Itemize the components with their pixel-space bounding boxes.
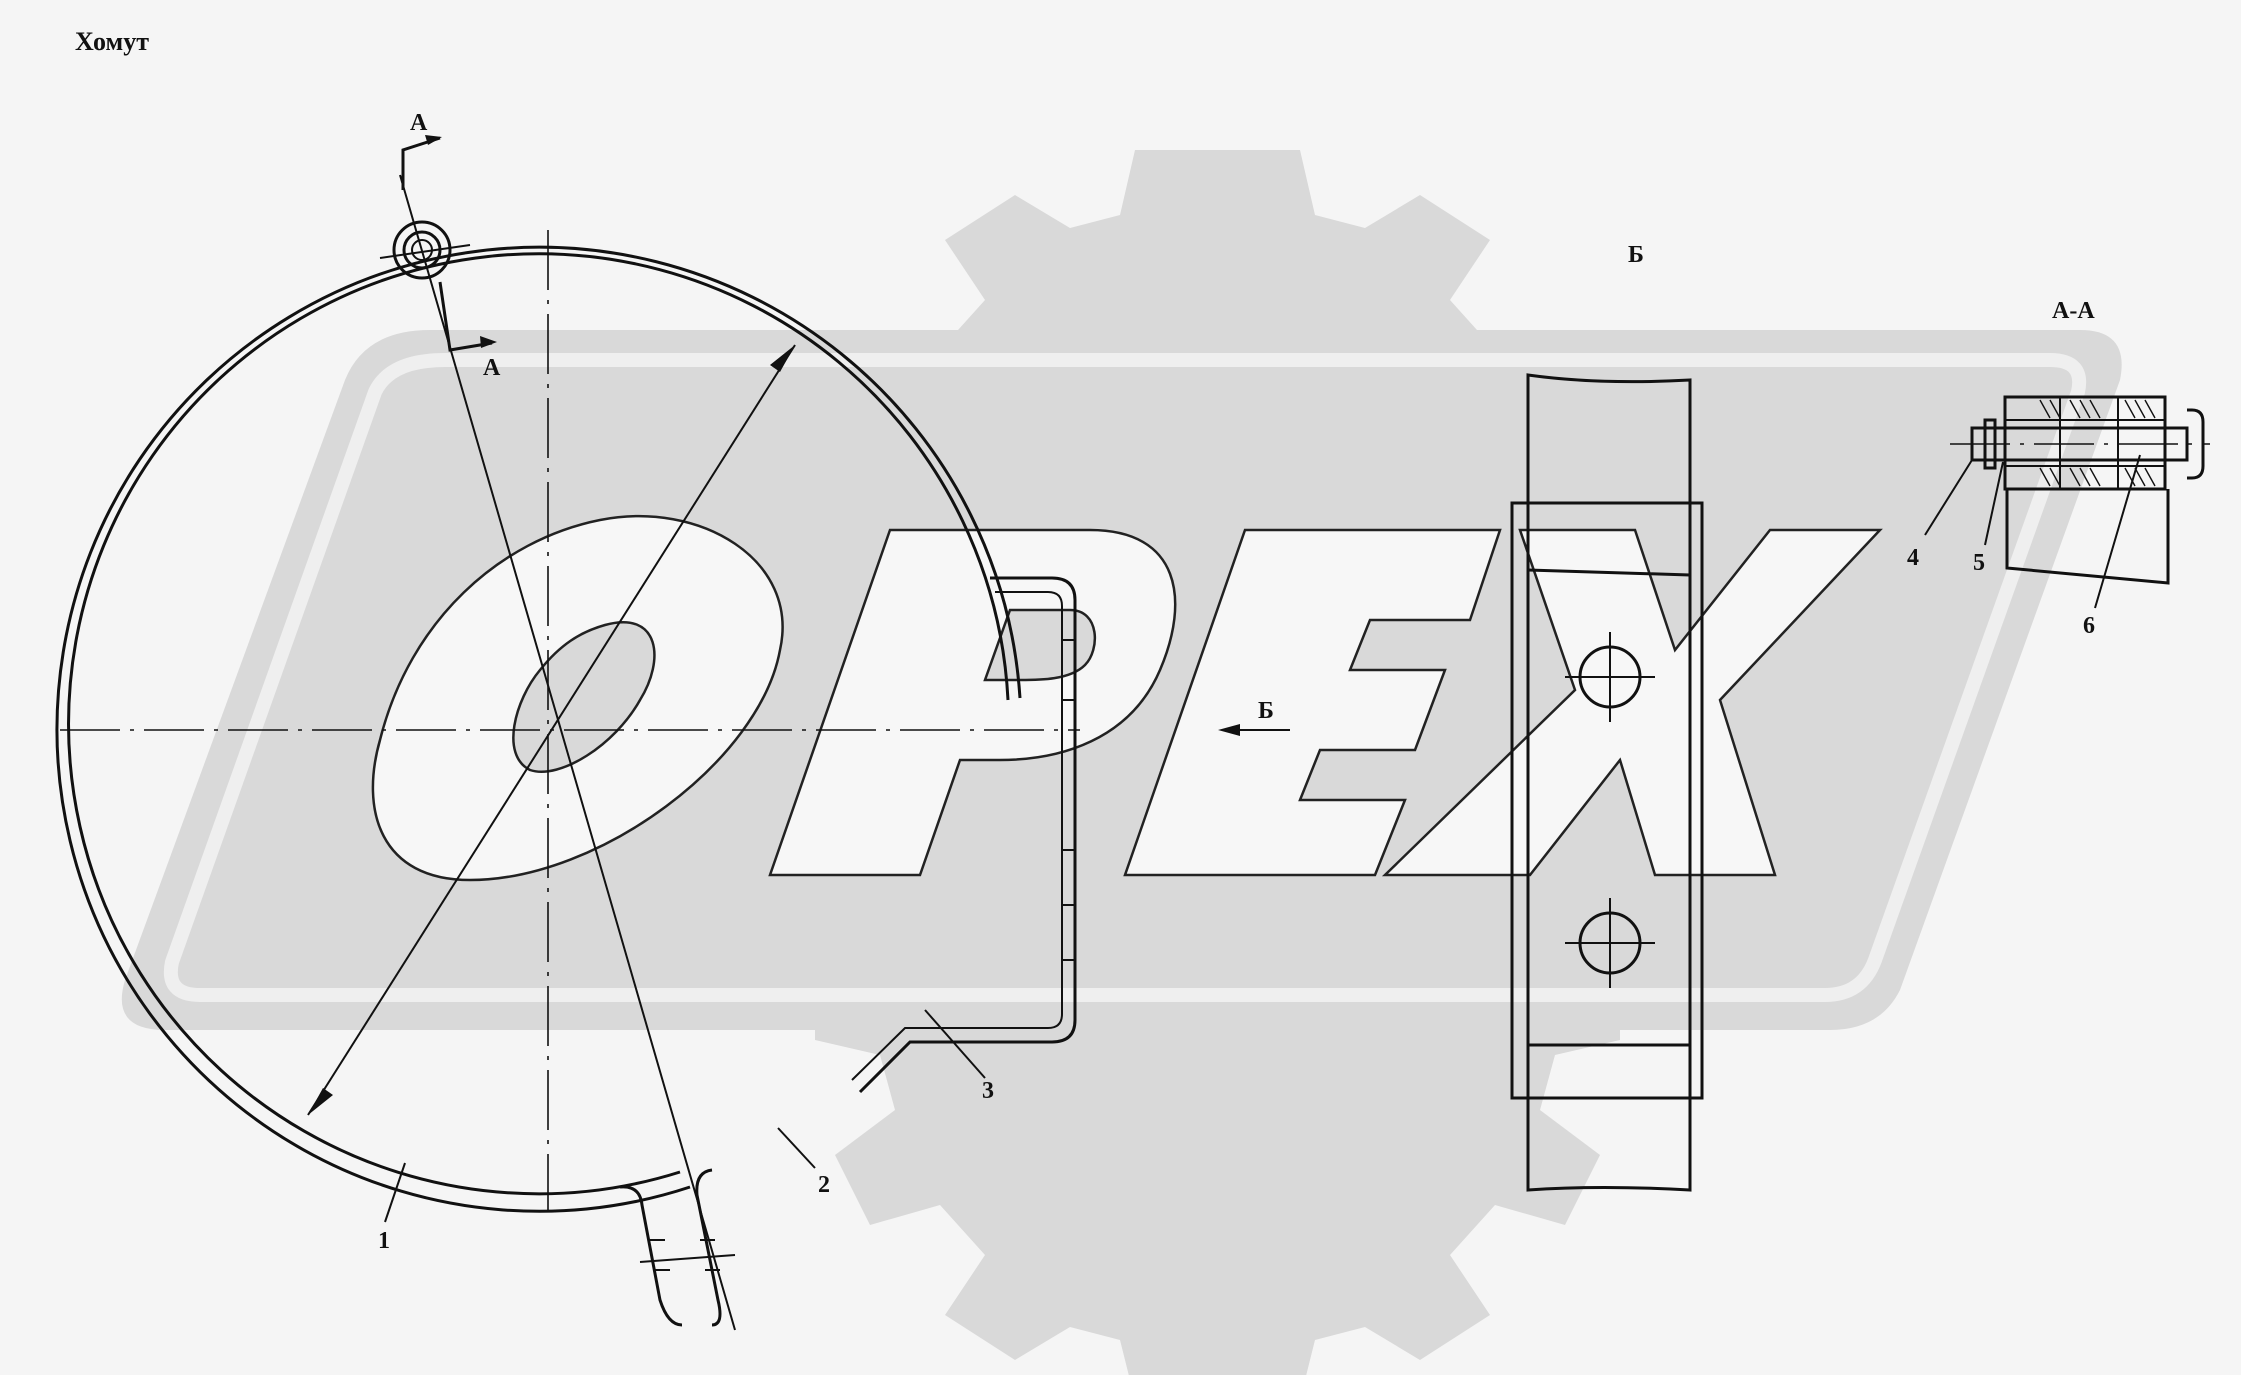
callout-2: 2 xyxy=(777,1127,830,1198)
hinge-eye xyxy=(379,220,471,280)
callout-4-label: 4 xyxy=(1907,545,1919,571)
section-sleeve xyxy=(2003,395,2167,491)
watermark-letter-x xyxy=(1381,528,1883,877)
section-a-a: А-А 4 5 xyxy=(1907,298,2210,639)
callout-4: 4 xyxy=(1907,459,1973,571)
view-arrow: Б xyxy=(1218,698,1290,736)
view-b-title: Б xyxy=(1628,242,1644,268)
callout-6: 6 xyxy=(2083,454,2141,639)
clamp-bottom-lug-left xyxy=(619,1185,683,1327)
clamp-band-inner xyxy=(67,252,1010,1196)
bracket-part-3-inner xyxy=(851,591,1063,1081)
clamp-band-outer xyxy=(55,245,1022,1213)
watermark-letter-e xyxy=(1123,528,1502,877)
view-b-band xyxy=(1526,373,1692,1192)
diameter-dimension xyxy=(307,344,796,1116)
view-b-hole-lower xyxy=(1565,898,1655,988)
callout-5-label: 5 xyxy=(1973,550,1985,576)
callout-2-label: 2 xyxy=(818,1172,830,1198)
section-mark-top: А xyxy=(401,110,442,190)
section-line-a-a xyxy=(399,174,736,1331)
section-mark-top-label: А xyxy=(410,110,428,136)
section-mark-bottom-label: А xyxy=(483,355,501,381)
bracket-part-3 xyxy=(858,576,1077,1094)
section-a-a-title: А-А xyxy=(2052,298,2095,324)
lug-bolt-line xyxy=(639,1254,736,1263)
view-b-bracket xyxy=(1510,501,1704,1100)
callout-3: 3 xyxy=(924,1009,994,1104)
callout-5: 5 xyxy=(1973,461,2004,576)
clamp-bottom-lug-right xyxy=(695,1168,722,1327)
view-arrow-label: Б xyxy=(1258,698,1274,724)
section-hatching xyxy=(2039,399,2156,487)
callout-1: 1 xyxy=(378,1162,406,1254)
section-mark-bottom: А xyxy=(438,281,501,381)
callout-3-label: 3 xyxy=(982,1078,994,1104)
watermark-band-inner xyxy=(163,353,2087,1002)
callout-1-label: 1 xyxy=(378,1228,390,1254)
drawing-title: Хомут xyxy=(75,27,149,56)
view-b-hole-upper xyxy=(1565,632,1655,722)
bracket-weld-marks xyxy=(1062,639,1075,961)
clamp-front-view: А А Б 1 2 3 xyxy=(55,110,1290,1331)
view-b: Б xyxy=(1510,242,1704,1192)
callout-6-label: 6 xyxy=(2083,613,2095,639)
